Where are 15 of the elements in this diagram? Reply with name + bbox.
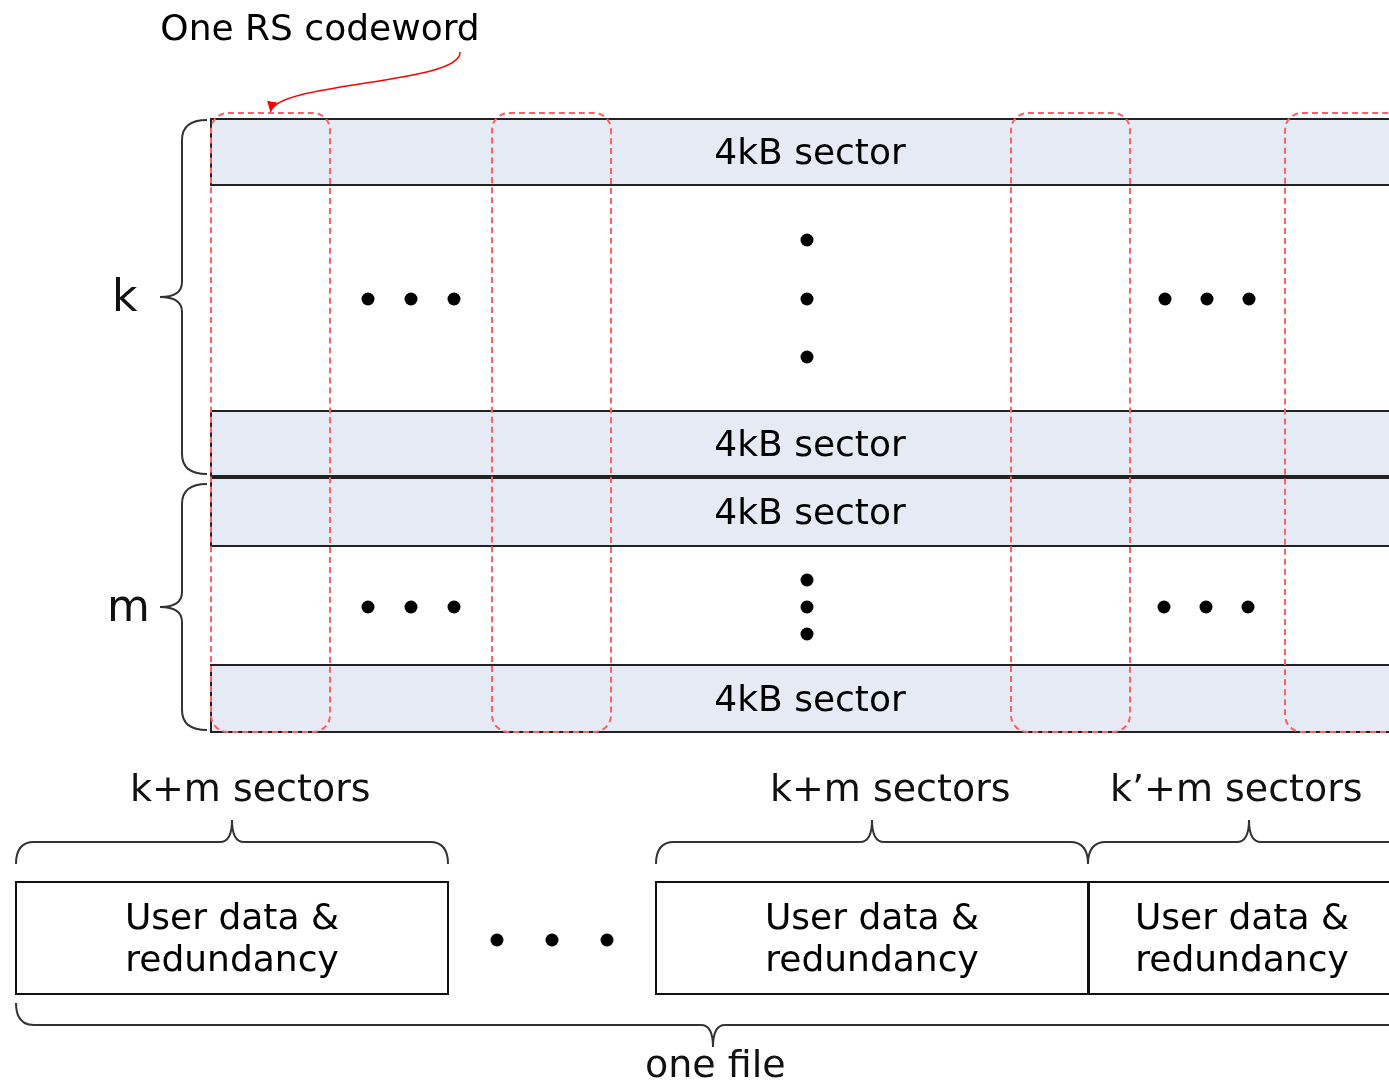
brace-label: k: [112, 270, 138, 321]
data-block: User data & redundancy: [655, 881, 1089, 995]
sector-bar: 4kB sector: [210, 118, 1389, 186]
data-block: User data & redundancy: [1088, 881, 1389, 995]
data-block: User data & redundancy: [15, 881, 449, 995]
group-label: k’+m sectors: [1110, 766, 1363, 810]
caption-text: One RS codeword: [160, 6, 480, 48]
group-label: k+m sectors: [130, 766, 371, 810]
group-label: k+m sectors: [770, 766, 1011, 810]
sector-bar: 4kB sector: [210, 664, 1389, 733]
brace-label: m: [107, 580, 150, 631]
sector-bar: 4kB sector: [210, 410, 1389, 477]
sector-bar: 4kB sector: [210, 477, 1389, 547]
leader-arrow: [269, 51, 461, 113]
group-label: one file: [645, 1042, 786, 1084]
